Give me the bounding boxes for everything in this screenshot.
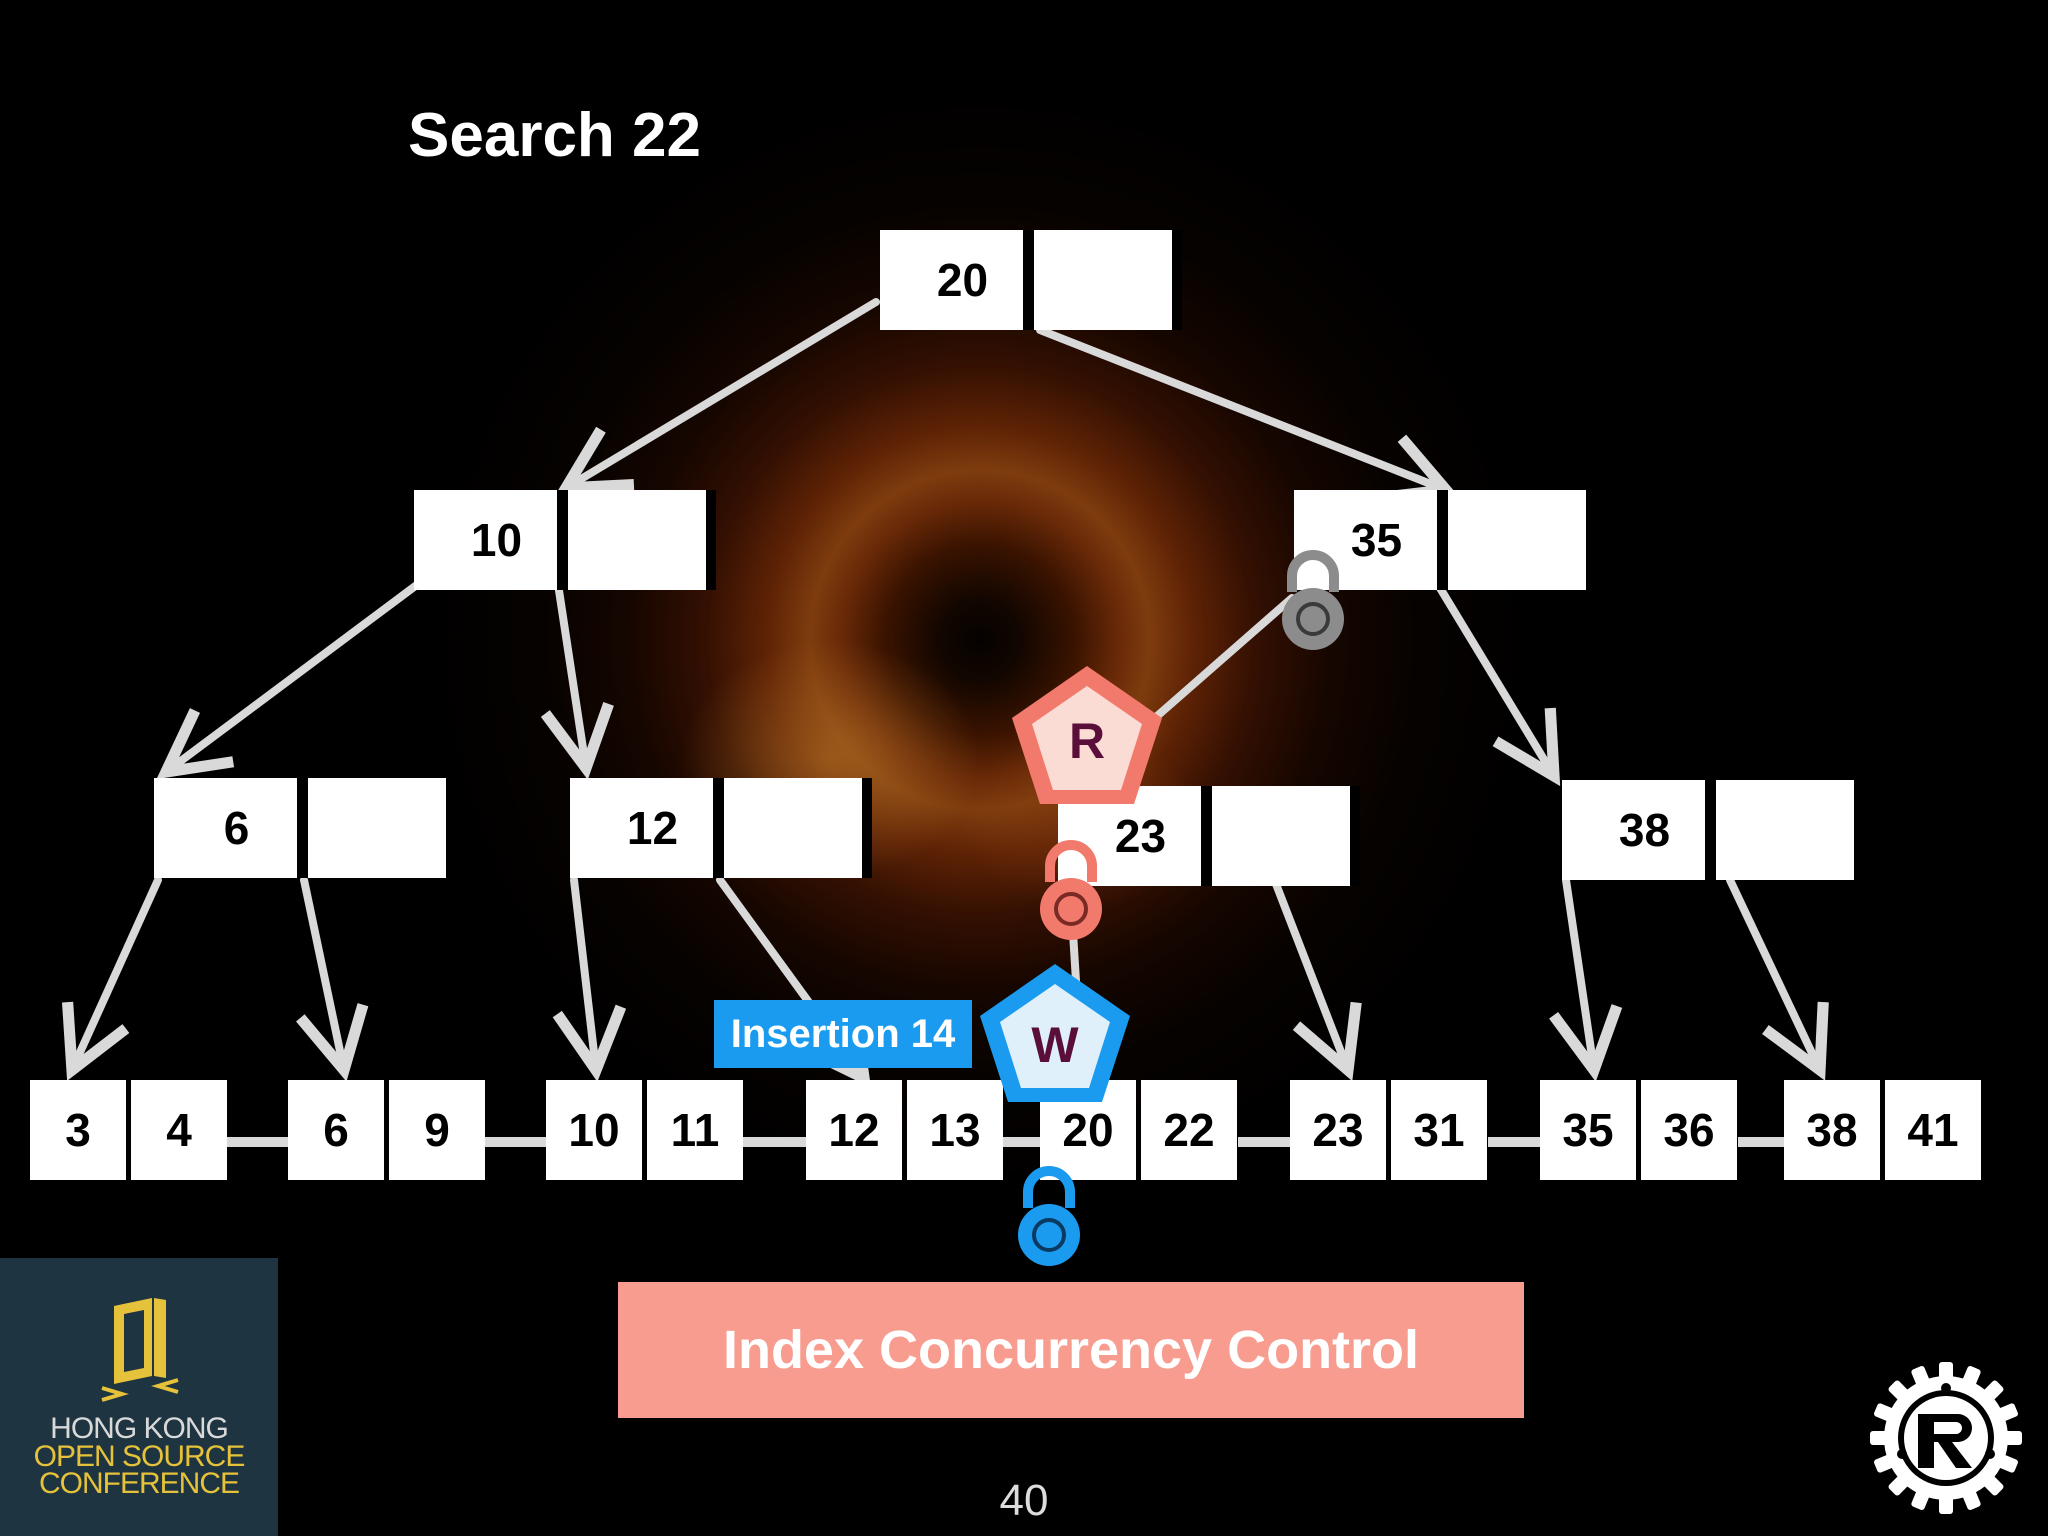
leaf-key: 3 — [30, 1080, 126, 1180]
topic-banner: Index Concurrency Control — [618, 1282, 1524, 1418]
leaf-key: 4 — [131, 1080, 227, 1180]
read-latch-label: R — [1068, 713, 1106, 769]
tree-node-root: 20 — [880, 230, 1182, 330]
edge-root-35 — [1036, 326, 1458, 504]
leaf-key: 22 — [1141, 1080, 1237, 1180]
page-number: 40 — [999, 1476, 1049, 1525]
leaf-key: 13 — [907, 1080, 1003, 1180]
tree-node-12: 12 — [570, 778, 872, 878]
leaf-key: 11 — [647, 1080, 743, 1180]
tree-node-10: 10 — [414, 490, 716, 590]
write-latch-label: W — [1031, 1017, 1079, 1073]
hkosc-line1: HONG KONG — [50, 1412, 229, 1445]
leaf-key: 31 — [1391, 1080, 1487, 1180]
node-key: 20 — [902, 230, 1023, 330]
leaf-node-1: 3 4 — [30, 1080, 227, 1180]
rust-logo-icon — [1866, 1358, 2026, 1518]
leaf-node-2: 6 9 — [288, 1080, 485, 1180]
hkosc-door-icon — [101, 1298, 179, 1402]
edge-38-leaf7 — [1549, 876, 1623, 1082]
hkosc-line2: OPEN SOURCE — [33, 1440, 246, 1473]
leaf-key: 9 — [389, 1080, 485, 1180]
read-latch-pentagon-icon — [1012, 666, 1162, 804]
slide-title: Search 22 — [408, 101, 701, 170]
edge-root-10 — [555, 298, 880, 495]
node-key — [1465, 490, 1586, 590]
hkosc-logo: HONG KONG OPEN SOURCE CONFERENCE — [0, 1258, 278, 1536]
leaf-node-3: 10 11 — [546, 1080, 743, 1180]
tree-node-38: 38 — [1562, 780, 1864, 880]
leaf-node-7: 35 36 — [1540, 1080, 1737, 1180]
node-key — [741, 778, 862, 878]
leaf-key: 36 — [1641, 1080, 1737, 1180]
node-key — [325, 778, 446, 878]
insertion-badge: Insertion 14 — [714, 1000, 972, 1068]
leaf-key: 41 — [1885, 1080, 1981, 1180]
leaf-key: 23 — [1290, 1080, 1386, 1180]
edge-23-leaf6 — [1272, 880, 1362, 1082]
leaf-key: 12 — [806, 1080, 902, 1180]
leaf-key: 35 — [1540, 1080, 1636, 1180]
edge-12-leaf3 — [552, 876, 627, 1082]
node-key — [585, 490, 706, 590]
leaf-node-8: 38 41 — [1784, 1080, 1981, 1180]
write-latch-pentagon-icon — [980, 964, 1130, 1102]
tree-node-6: 6 — [154, 778, 456, 878]
edge-6-leaf1 — [62, 876, 162, 1081]
node-key: 6 — [176, 778, 297, 878]
node-key: 12 — [592, 778, 713, 878]
edge-35-23 — [1144, 594, 1296, 728]
edge-10-6 — [156, 580, 422, 780]
node-key: 10 — [436, 490, 557, 590]
tree-node-35: 35 — [1294, 490, 1596, 590]
edge-38-leaf8 — [1726, 876, 1829, 1081]
write-lock-icon — [1018, 1166, 1080, 1266]
edge-35-38 — [1436, 584, 1561, 787]
released-lock-icon — [1282, 550, 1344, 650]
edge-10-12 — [540, 580, 614, 780]
node-key — [1229, 786, 1350, 886]
read-lock-icon — [1040, 840, 1102, 940]
node-key — [1051, 230, 1172, 330]
node-key: 38 — [1584, 780, 1705, 880]
leaf-key: 6 — [288, 1080, 384, 1180]
hkosc-line3: CONFERENCE — [38, 1467, 240, 1500]
leaf-key: 10 — [546, 1080, 642, 1180]
tree-node-23: 23 — [1058, 786, 1360, 886]
leaf-node-4: 12 13 — [806, 1080, 1003, 1180]
node-key — [1733, 780, 1854, 880]
leaf-node-6: 23 31 — [1290, 1080, 1487, 1180]
edge-6-leaf2 — [296, 876, 369, 1082]
leaf-key: 38 — [1784, 1080, 1880, 1180]
